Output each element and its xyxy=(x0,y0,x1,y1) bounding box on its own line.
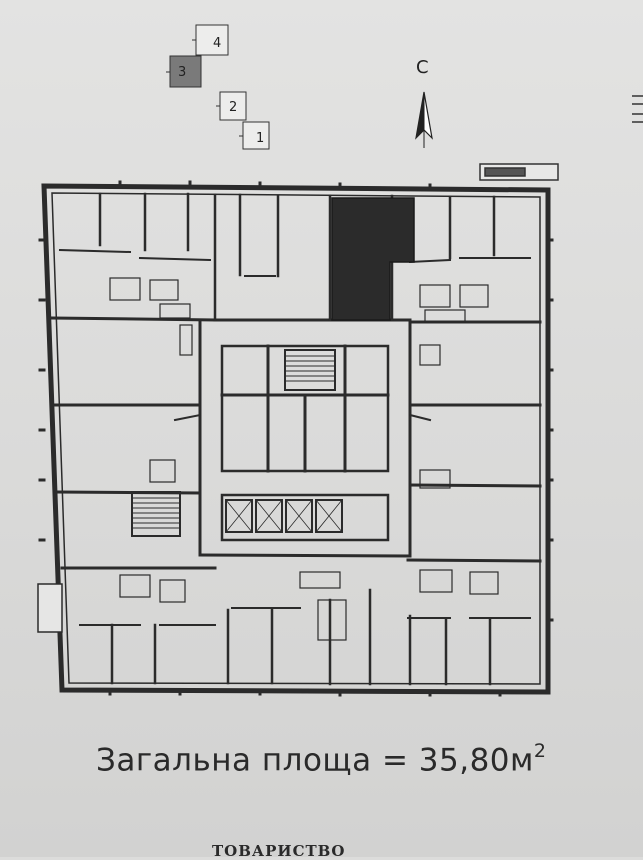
footer-text: ТОВАРИСТВО xyxy=(212,842,346,860)
stair-core xyxy=(284,349,336,391)
key-plan-label-1: 1 xyxy=(256,131,264,146)
area-unit-superscript: 2 xyxy=(533,740,547,762)
key-plan-section-2 xyxy=(219,91,247,121)
key-plan xyxy=(166,24,270,150)
total-area-label: Загальна площа = 35,80м2 xyxy=(96,740,547,779)
total-area-value: Загальна площа = 35,80м xyxy=(96,742,534,779)
key-plan-label-4: 4 xyxy=(213,36,221,51)
highlighted-apartment xyxy=(331,197,415,321)
elevators xyxy=(225,499,343,533)
key-plan-section-1 xyxy=(242,121,270,150)
key-plan-section-3-highlighted xyxy=(169,55,202,88)
north-arrow-icon xyxy=(415,91,433,148)
key-plan-section-4 xyxy=(195,24,229,56)
bathroom-fixtures xyxy=(109,277,499,641)
key-plan-label-2: 2 xyxy=(229,100,237,115)
floor-plan xyxy=(37,180,554,697)
stair-left xyxy=(131,491,181,537)
north-label: С xyxy=(416,57,429,78)
edge-fragments xyxy=(479,95,643,181)
key-plan-label-3: 3 xyxy=(178,65,186,80)
